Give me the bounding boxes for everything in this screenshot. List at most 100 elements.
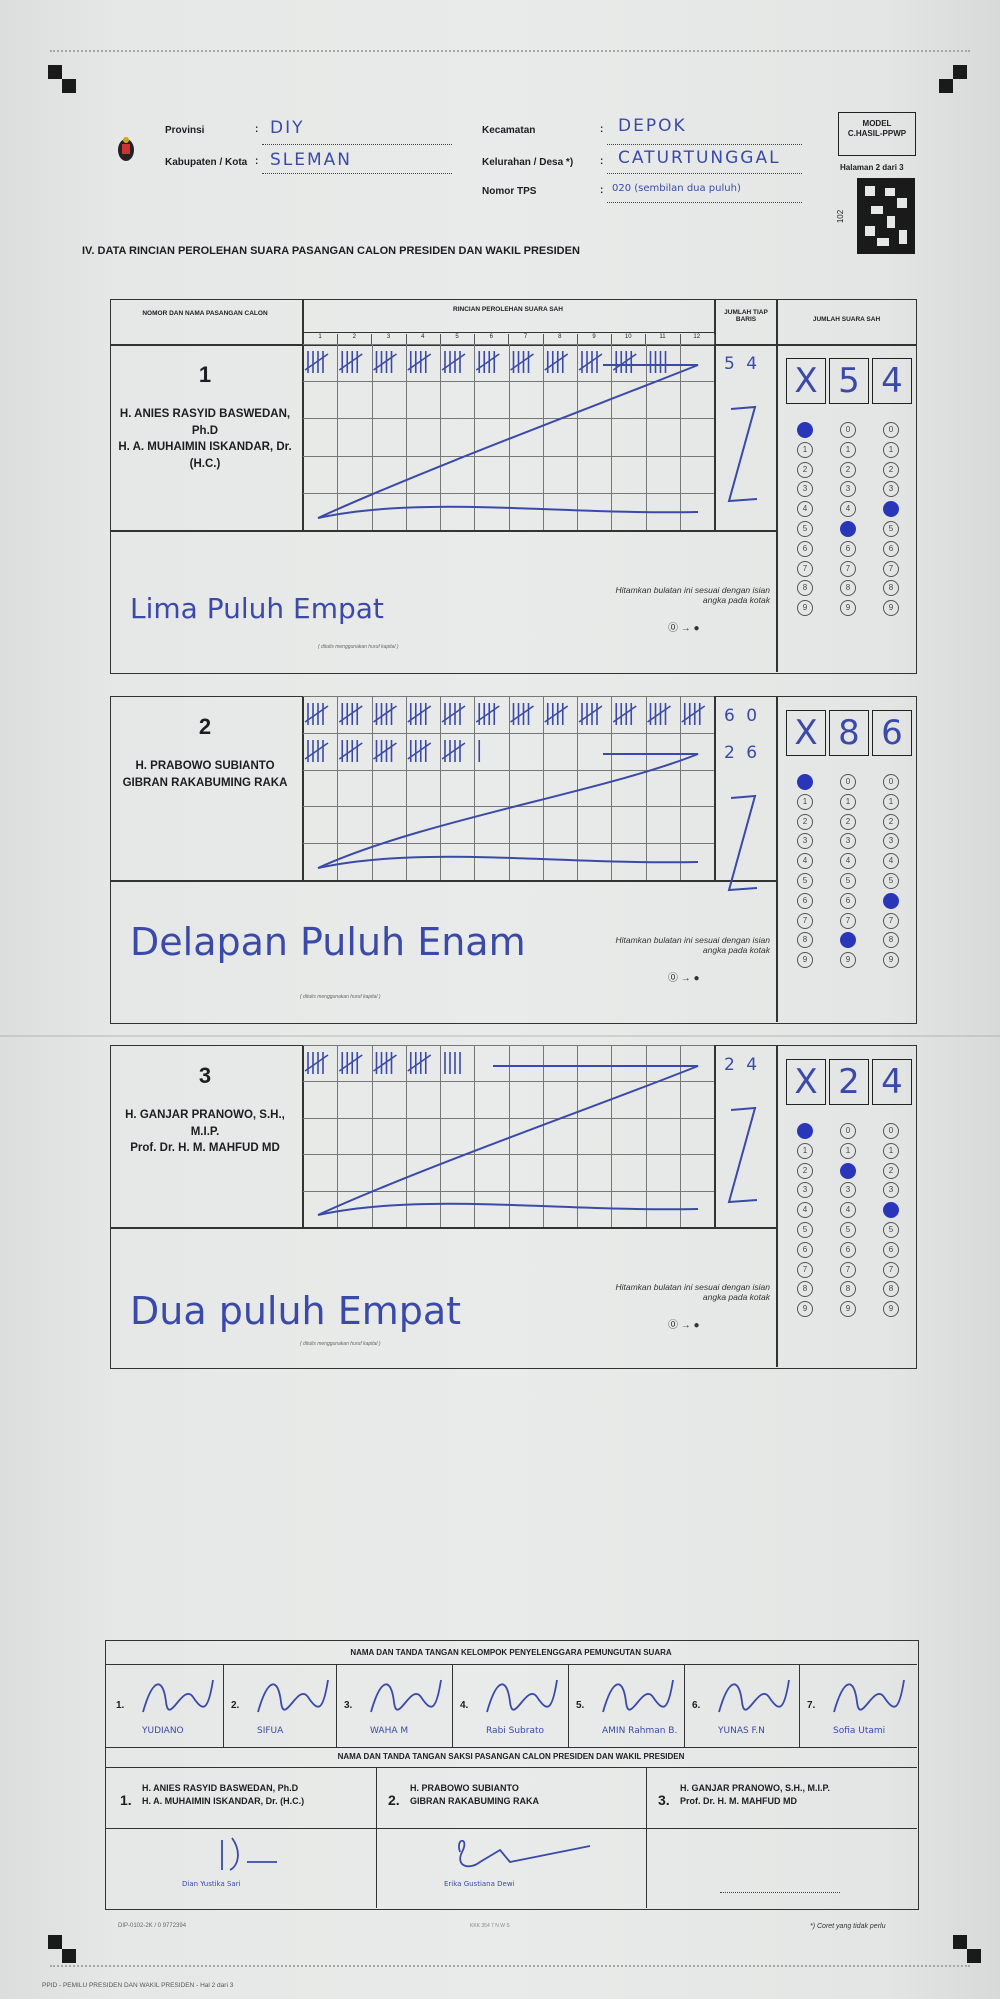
total-vline [714,1045,716,1227]
digit-bubble: 2 [883,461,899,478]
provinsi-colon: : [255,124,259,135]
grid-col-line [371,344,373,530]
total-strike-icon [727,405,758,503]
kpps-divider [223,1664,224,1747]
saksi-line1: H. ANIES RASYID BASWEDAN, Ph.D [142,1783,299,1793]
grid-col-line [371,1045,373,1227]
digit-bubble: 2 [840,461,856,478]
digit-bubble: 1 [840,1142,856,1159]
digit-bubble: 3 [883,1182,899,1199]
kpps-number: 4. [460,1700,469,1711]
digit-bubble: 0 [840,1123,856,1139]
footer-note: *) Coret yang tidak perlu [810,1923,886,1930]
grid-col-line [611,344,613,530]
digit-box: 2 [829,1059,869,1105]
saksi-number: 3. [658,1792,670,1808]
grid-col-line [542,344,544,530]
digit-box: 4 [872,1059,912,1105]
digit-bubble: 7 [797,1261,813,1278]
grid-col-line [679,344,681,530]
grid-col-line [542,1045,544,1227]
digit-bubble: 9 [840,952,856,969]
kabupaten-colon: : [255,156,259,167]
digit-bubble: 8 [840,932,856,949]
digit-bubble: 7 [840,912,856,929]
saksi-line-mid [105,1828,917,1829]
signature-frame [105,1640,919,1910]
saksi-number: 2. [388,1792,400,1808]
digit-bubble: 5 [840,873,856,889]
grid-col-line [508,1045,510,1227]
kpps-name: AMIN Rahman B. [602,1726,678,1736]
model-line1: MODEL [862,119,892,128]
kelurahan-dots [607,173,802,174]
digit-bubble: 1 [797,1142,813,1159]
candidate-divider [110,880,776,882]
row-total: 5 4 [724,354,761,374]
halaman-text: Halaman 2 dari 3 [840,163,904,172]
candidate-vline [302,1045,304,1227]
digit-bubble: 5 [797,873,813,889]
digit-bubble: 0 [797,774,813,790]
digits-vline [776,696,778,1022]
saksi-empty-dots [720,1892,840,1893]
kecamatan-label: Kecamatan [482,125,536,136]
candidate-number: 1 [198,362,212,387]
total-vline [714,344,716,530]
grid-col-line [440,1045,441,1227]
kpps-divider [568,1664,569,1747]
kpps-name: WAHA M [370,1726,409,1736]
digit-bubble: 4 [883,1202,899,1219]
total-vline [714,696,716,880]
candidate-number: 2 [198,714,212,739]
grid-col-line [474,344,476,530]
qr-number: 102 [836,209,846,224]
digit-bubble: 1 [840,793,856,810]
digit-bubble: 9 [883,600,899,617]
provinsi-dots [262,144,452,145]
candidate-name-line: H. A. MUHAIMIN ISKANDAR, Dr. (H.C.) [118,441,292,471]
digit-bubble: 6 [883,1241,899,1258]
grid-col-line [508,344,510,530]
footer-code-mid: KKK 354 7 N W S [470,1923,510,1929]
digit-bubble: 0 [883,1123,899,1139]
digit-bubble: 8 [840,580,856,597]
section-title: IV. DATA RINCIAN PEROLEHAN SUARA PASANGA… [82,245,580,257]
top-dotted-border [50,50,970,52]
kpps-title: NAMA DAN TANDA TANGAN KELOMPOK PENYELENG… [350,1648,672,1657]
digits-vline [776,1045,778,1367]
grid-col-line [577,1045,578,1227]
bubble-instruction: Hitamkan bulatan ini sesuai dengan isian… [615,935,770,955]
digit-bubble: 5 [797,521,813,537]
digit-box: 5 [829,358,869,404]
kecamatan-dots [607,144,802,145]
hdr-divider-2 [714,299,716,344]
row-total: 6 0 [724,706,761,726]
kpps-number: 2. [231,1700,240,1711]
column-number: 3 [372,334,407,344]
kpps-signature-icon [718,1679,790,1713]
digit-bubble: 1 [883,441,899,458]
saksi-number: 1. [120,1792,132,1808]
digit-bubble: 0 [797,1123,813,1139]
digit-bubble: 9 [840,1301,856,1318]
saksi-line-top [105,1767,917,1768]
candidate-name-line: GIBRAN RAKABUMING RAKA [122,776,288,789]
grid-col-line [679,1045,681,1227]
grid-col-line [440,696,441,880]
kpps-divider [799,1664,800,1747]
digit-bubble: 3 [797,481,813,498]
grid-col-line [474,696,476,880]
grid-col-line [645,1045,647,1227]
column-number: 10 [611,334,647,344]
footer-code-left: DIP-0102-2K / 0 9772394 [118,1923,187,1929]
candidate-number: 3 [198,1063,212,1088]
digit-bubble: 7 [883,1261,899,1278]
digit-bubble: 1 [883,793,899,810]
grid-col-line [337,344,339,530]
grid-col-line [679,696,681,880]
saksi-line2: GIBRAN RAKABUMING RAKA [410,1795,539,1806]
digit-bubble: 3 [840,833,856,850]
